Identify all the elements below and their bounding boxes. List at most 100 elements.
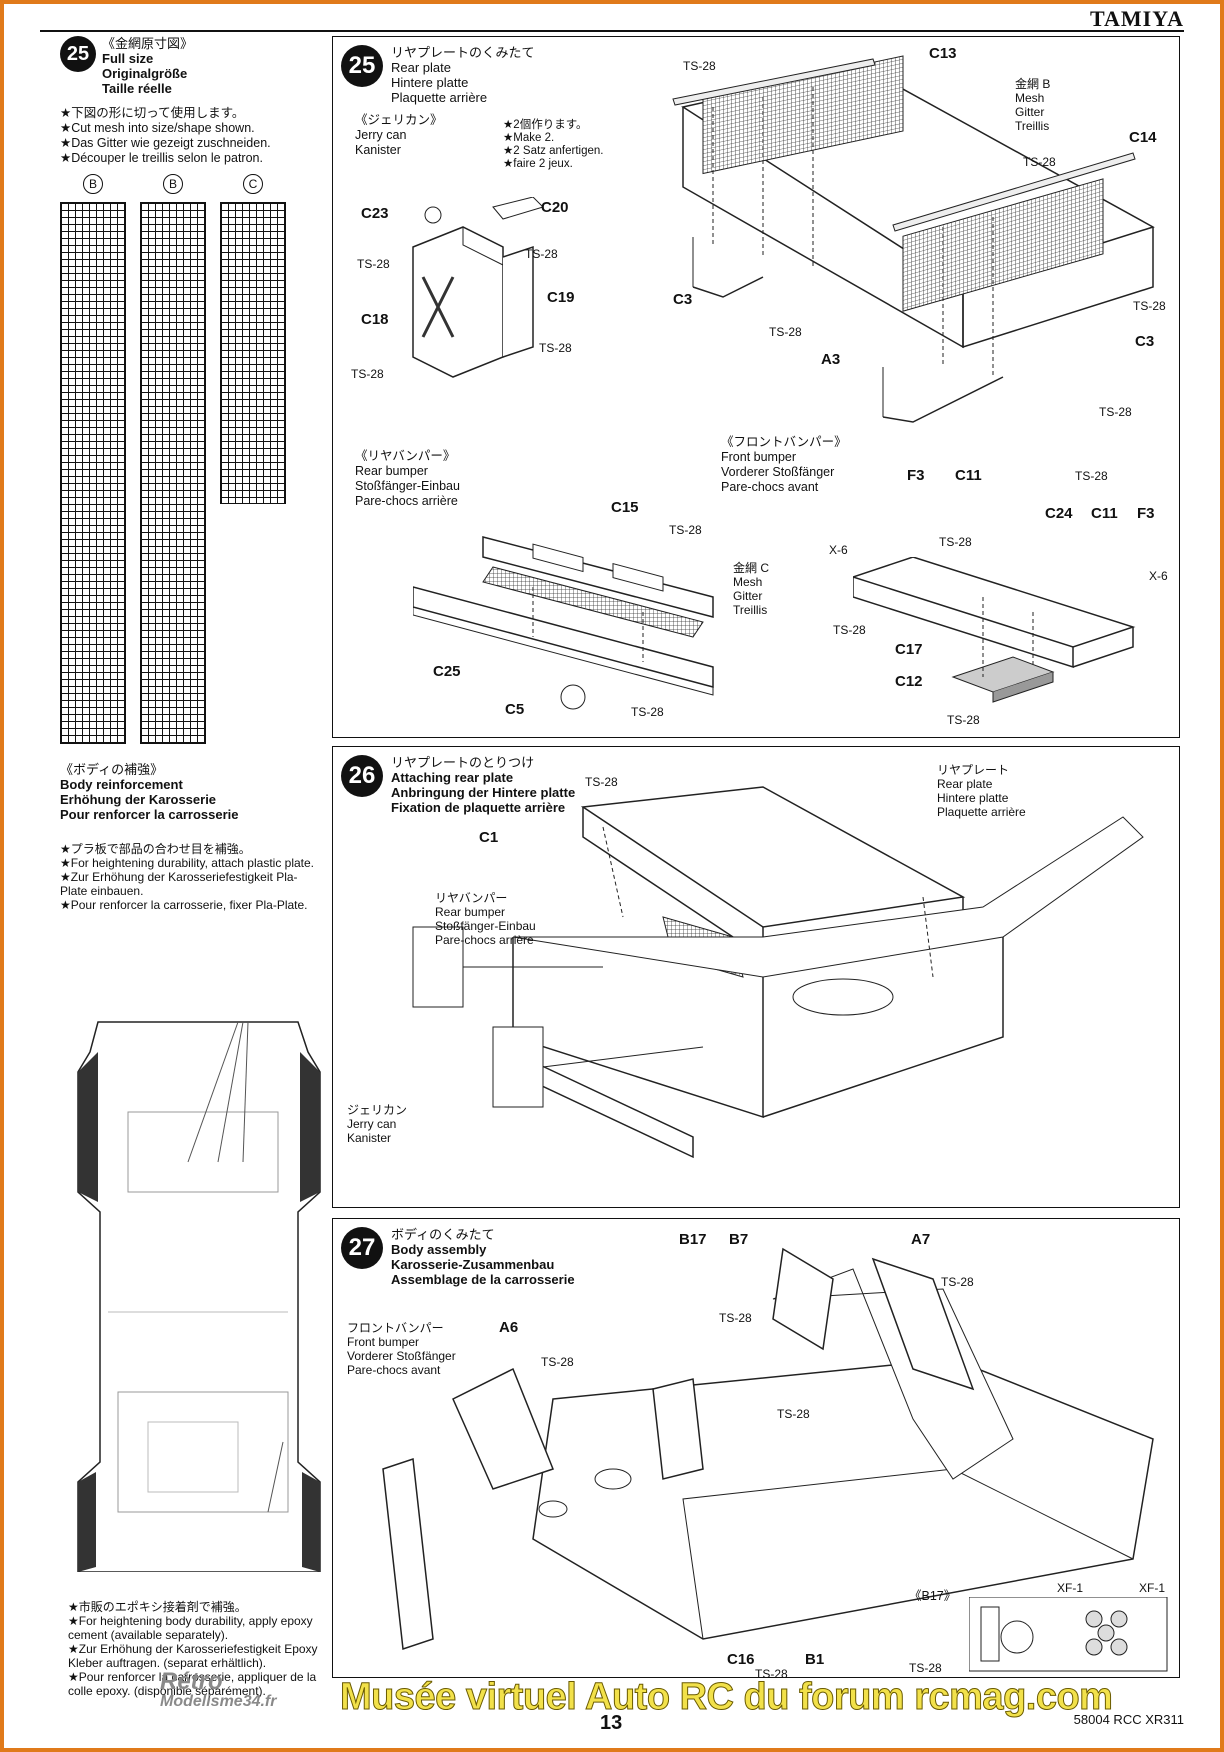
callout-en: Mesh [1015,91,1045,105]
screw-label: TS-28 [941,1275,974,1289]
jerry-can-callout: ジェリカン Jerry can Kanister [347,1103,407,1145]
note-de: ★Zur Erhöhung der Karosseriefestigkeit P… [60,870,298,898]
paint-xf1: XF-1 [1057,1581,1084,1595]
title-jp: 《リヤバンパー》 [355,449,456,463]
step-number: 25 [341,45,383,87]
note-de: ★Das Gitter wie gezeigt zuschneiden. [60,136,271,150]
screw-label: TS-28 [939,535,972,549]
title-fr: Fixation de plaquette arrière [391,800,566,815]
jerry-can-diagram [412,197,544,378]
step-26-header: 26 リヤプレートのとりつけ Attaching rear plate Anbr… [341,755,575,815]
part-c23: C23 [361,205,389,222]
title-de: Vorderer Stoßfänger [721,465,835,479]
callout-fr: Plaquette arrière [937,805,1026,819]
title-jp: 《金網原寸図》 [102,36,194,51]
paint-xf1: XF-1 [1139,1581,1166,1595]
part-c14: C14 [1129,129,1157,146]
title-jp: 《ボディの補強》 [60,762,164,777]
part-c3: C3 [673,291,693,308]
screw-label: TS-28 [357,257,390,271]
step-number: 25 [60,36,96,72]
screw-label: TS-28 [631,705,664,719]
part-a7: A7 [911,1231,931,1248]
watermark-site: Rétro Modelisme34.fr [160,1670,276,1712]
title-de: Karosserie-Zusammenbau [391,1257,555,1272]
part-b17: B17 [679,1231,707,1248]
front-bumper-diagram [853,557,1136,703]
callout-jp: ジェリカン [347,1103,408,1117]
callout-fr: Pare-chocs arrière [435,933,534,947]
title-de: Erhöhung der Karosserie [60,792,217,807]
note-de: ★Zur Erhöhung der Karosseriefestigkeit E… [68,1642,318,1670]
title-fr: Assemblage de la carrosserie [391,1272,575,1287]
callout-jp: フロントバンパー [347,1321,444,1335]
body-notes: ★プラ板で部品の合わせ目を補強。 ★For heightening durabi… [60,842,320,912]
part-c18: C18 [361,311,389,328]
step-25-header: 25 リヤプレートのくみたて Rear plate Hintere platte… [341,45,535,105]
mesh-b-strip [60,202,126,744]
step-27-header: 27 ボディのくみたて Body assembly Karosserie-Zus… [341,1227,575,1287]
title-jp: リヤプレートのくみたて [391,45,535,60]
callout-de: Kanister [347,1131,392,1145]
title-fr: Plaquette arrière [391,90,488,105]
title-de: Kanister [355,143,401,157]
callout-en: Rear bumper [435,905,506,919]
screw-label: TS-28 [525,247,558,261]
title-de: Originalgröße [102,66,188,81]
callout-jp: 金網 B [1015,77,1051,91]
note-jp: ★市販のエポキシ接着剤で補強。 [68,1600,247,1614]
screw-label: TS-28 [1023,155,1056,169]
callout-de: Stoßfänger-Einbau [435,919,536,933]
step-number: 26 [341,755,383,797]
callout-jp: リヤバンパー [435,891,508,905]
part-x6: X-6 [829,543,848,557]
screw-label: TS-28 [719,1311,752,1325]
part-c1: C1 [479,829,499,846]
mesh-template-header: 25 《金網原寸図》 Full size Originalgröße Taill… [60,36,330,96]
part-c19: C19 [547,289,575,306]
front-bumper-callout: フロントバンパー Front bumper Vorderer Stoßfänge… [347,1321,456,1377]
part-x6: X-6 [1149,569,1168,583]
screw-label: TS-28 [947,713,980,727]
note-fr: ★Pour renforcer la carrosserie, fixer Pl… [60,898,308,912]
part-c5: C5 [505,701,525,718]
title-en: Jerry can [355,128,407,142]
part-c15: C15 [611,499,639,516]
b17-dashboard-inset [969,1597,1168,1672]
note-jp: ★プラ板で部品の合わせ目を補強。 [60,842,251,856]
callout-fr: Treillis [733,603,768,617]
make-two-note: ★2個作ります。 ★Make 2. ★2 Satz anfertigen. ★f… [503,119,603,171]
title-de: Hintere platte [391,75,469,90]
front-bumper-title: 《フロントバンパー》 Front bumper Vorderer Stoßfän… [721,435,847,495]
note-fr: ★Pour renforcer la carrosserie, applique… [68,1670,317,1698]
note-en: ★For heightening body durability, apply … [68,1614,313,1642]
note-en: ★Make 2. [503,132,555,144]
body-underside-diagram [77,1021,321,1572]
note-fr: ★Découper le treillis selon le patron. [60,151,263,165]
screw-label: TS-28 [833,623,866,637]
part-c24: C24 [1045,505,1073,522]
part-a6: A6 [499,1319,519,1336]
title-jp: リヤプレートのとりつけ [391,755,535,770]
mesh-letter-b: B [163,174,183,194]
screw-label: TS-28 [351,367,384,381]
step-26-panel: 26 リヤプレートのとりつけ Attaching rear plate Anbr… [332,746,1180,1208]
title-en: Attaching rear plate [391,770,514,785]
screw-label: TS-28 [669,523,702,537]
callout-jp: 金網 C [733,561,770,575]
note-en: ★Cut mesh into size/shape shown. [60,121,255,135]
header-rule [40,30,1184,32]
b17-inset-title: 《B17》 [909,1589,957,1603]
part-c17: C17 [895,641,923,658]
part-b7: B7 [729,1231,749,1248]
part-c11: C11 [1091,505,1118,522]
note-fr: ★faire 2 jeux. [503,158,573,170]
step-25-panel: 25 リヤプレートのくみたて Rear plate Hintere platte… [332,36,1180,738]
callout-jp: リヤプレート [937,763,1010,777]
callout-de: Gitter [1015,105,1045,119]
part-c16: C16 [727,1651,755,1668]
title-fr: Pour renforcer la carrosserie [60,807,239,822]
screw-label: TS-28 [909,1661,942,1675]
title-fr: Taille réelle [102,81,172,96]
